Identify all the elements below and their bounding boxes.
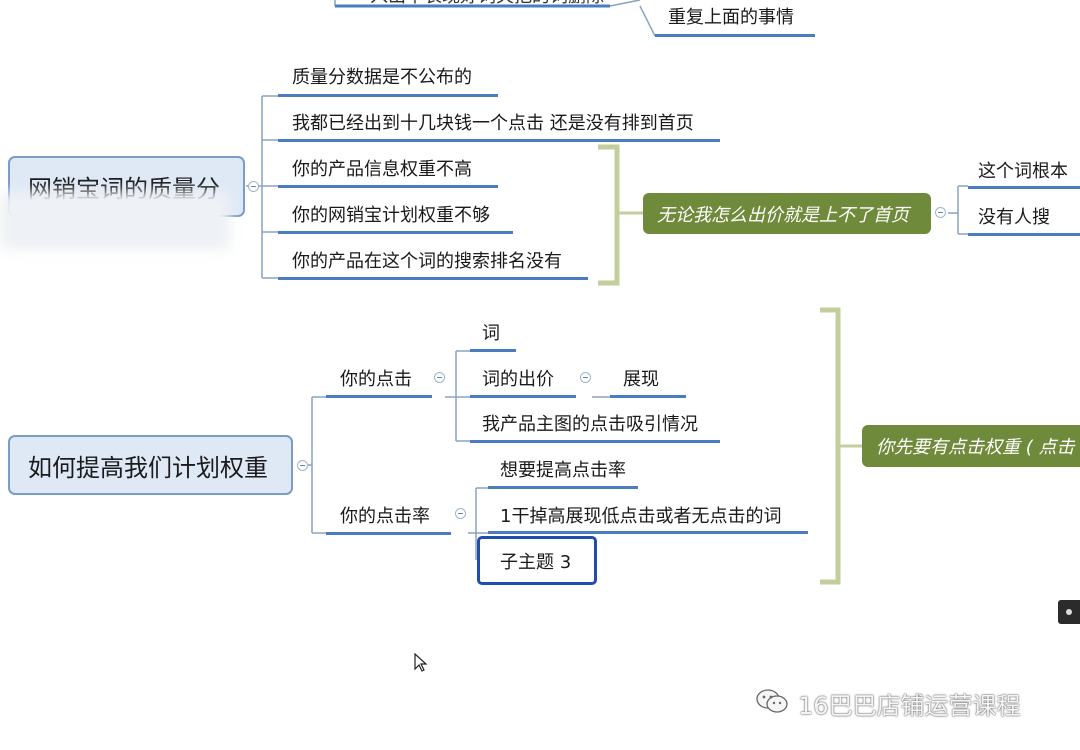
quality-item-2[interactable]: 我都已经出到十几块钱一个点击 还是没有排到首页	[292, 113, 694, 134]
collapse-icon[interactable]	[455, 508, 466, 519]
underline	[278, 185, 498, 188]
top-repeat-text[interactable]: 重复上面的事情	[668, 7, 794, 28]
ctr-item-1[interactable]: 想要提高点击率	[500, 460, 626, 481]
right-item-1[interactable]: 这个词根本	[978, 161, 1068, 182]
summary-no-first-page[interactable]: 无论我怎么出价就是上不了首页	[643, 193, 931, 234]
underline	[326, 395, 432, 398]
collapse-icon[interactable]	[580, 372, 591, 383]
quality-item-5[interactable]: 你的产品在这个词的搜索排名没有	[292, 251, 562, 272]
ctr-subtopic-3-selected[interactable]: 子主题 3	[477, 536, 597, 585]
underline	[610, 395, 686, 398]
ctr-subtopic-3-label: 子主题 3	[500, 551, 572, 573]
bid-child-impression[interactable]: 展现	[623, 369, 659, 390]
mouse-cursor-icon	[414, 653, 428, 672]
underline	[470, 440, 720, 443]
click-item-word[interactable]: 词	[482, 323, 500, 344]
underline	[470, 349, 516, 352]
underline	[278, 277, 588, 280]
summary-click-weight-label: 你先要有点击权重 ( 点击	[876, 437, 1075, 458]
collapse-icon[interactable]	[297, 460, 308, 471]
collapse-icon[interactable]	[935, 207, 946, 218]
collapse-icon[interactable]	[434, 372, 445, 383]
click-label[interactable]: 你的点击	[340, 369, 412, 390]
quality-item-3[interactable]: 你的产品信息权重不高	[292, 159, 472, 180]
watermark-text: 16巴巴店铺运营课程	[798, 692, 1021, 720]
underline	[278, 139, 720, 142]
ctr-item-2[interactable]: 1干掉高展现低点击或者无点击的词	[500, 506, 782, 527]
underline	[968, 233, 1080, 236]
summary-no-first-page-label: 无论我怎么出价就是上不了首页	[657, 204, 909, 226]
side-panel-toggle-button[interactable]	[1058, 600, 1080, 624]
topic-plan-weight[interactable]: 如何提高我们计划权重	[8, 435, 293, 495]
underline	[968, 186, 1080, 189]
underline	[326, 532, 451, 535]
underline	[488, 486, 638, 489]
underline	[470, 395, 576, 398]
right-item-2[interactable]: 没有人搜	[978, 207, 1050, 228]
top-cut-text[interactable]: 一入出中表现好词关把的词删除	[352, 0, 604, 8]
top-repeat-underline	[655, 34, 815, 37]
blurred-region	[0, 192, 230, 250]
collapse-icon[interactable]	[248, 181, 259, 192]
underline	[488, 531, 808, 534]
underline	[278, 94, 498, 97]
quality-item-1[interactable]: 质量分数据是不公布的	[292, 67, 472, 88]
underline	[278, 231, 513, 234]
topic-plan-label: 如何提高我们计划权重	[28, 453, 268, 482]
ctr-label[interactable]: 你的点击率	[340, 506, 430, 527]
click-item-image[interactable]: 我产品主图的点击吸引情况	[482, 414, 698, 435]
click-item-bid[interactable]: 词的出价	[482, 369, 554, 390]
wechat-icon	[756, 689, 788, 713]
summary-click-weight[interactable]: 你先要有点击权重 ( 点击	[862, 425, 1080, 467]
quality-item-4[interactable]: 你的网销宝计划权重不够	[292, 205, 490, 226]
